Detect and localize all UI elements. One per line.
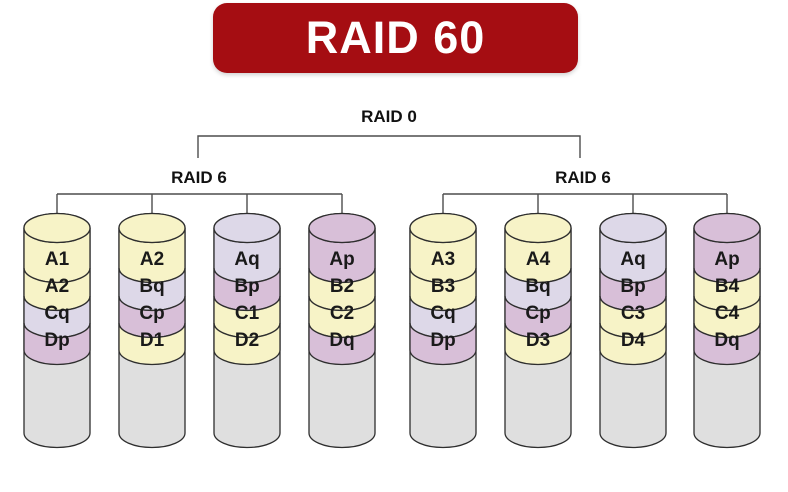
band-label: Aq	[234, 249, 259, 270]
disk-top	[504, 212, 572, 244]
disk-top	[308, 212, 376, 244]
band-label: Bq	[525, 276, 550, 297]
disk-top	[409, 212, 477, 244]
band-label: D4	[621, 330, 646, 351]
band-label: Dp	[44, 330, 69, 351]
raid6-left-connector-lines	[56, 193, 343, 224]
band-label: Cp	[525, 303, 550, 324]
disk-8: Ap B4 C4 Dq	[693, 212, 761, 449]
raid0-bracket-line	[197, 135, 581, 158]
band-label: Ap	[714, 249, 739, 270]
band-label: C4	[715, 303, 740, 324]
band-label: B4	[715, 276, 740, 297]
raid6-group-right: RAID 6 A3 B3 Cq Dp A4	[409, 168, 761, 449]
band-label: Bp	[620, 276, 645, 297]
raid0-label: RAID 0	[361, 107, 417, 126]
disk-6: A4 Bq Cp D3	[504, 212, 572, 449]
raid60-title-banner: RAID 60	[213, 3, 578, 73]
band-label: Dq	[714, 330, 739, 351]
band-label: D2	[235, 330, 259, 351]
raid6-group-left: RAID 6 A1 A2 Cq Dp A2	[23, 168, 376, 449]
raid6-left-label: RAID 6	[171, 168, 227, 187]
band-label: A2	[140, 249, 164, 270]
band-label: Aq	[620, 249, 645, 270]
band-label: B2	[330, 276, 354, 297]
band-label: C3	[621, 303, 645, 324]
disk-top	[118, 212, 186, 244]
band-label: Cq	[44, 303, 69, 324]
band-label: Bp	[234, 276, 259, 297]
disk-top	[213, 212, 281, 244]
band-label: A3	[431, 249, 455, 270]
band-label: B3	[431, 276, 455, 297]
page-title: RAID 60	[305, 12, 486, 63]
disk-band	[409, 322, 477, 366]
disk-3: Aq Bp C1 D2	[213, 212, 281, 449]
band-label: Cq	[430, 303, 455, 324]
band-label: D3	[526, 330, 550, 351]
raid6-right-connector-lines	[442, 193, 728, 224]
band-label: C1	[235, 303, 260, 324]
band-label: A2	[45, 276, 69, 297]
disk-top	[599, 212, 667, 244]
band-label: A1	[45, 249, 70, 270]
disk-2: A2 Bq Cp D1	[118, 212, 186, 449]
disk-band	[308, 322, 376, 366]
disk-band	[504, 322, 572, 366]
disk-1: A1 A2 Cq Dp	[23, 212, 91, 449]
band-label: Dp	[430, 330, 455, 351]
band-label: Cp	[139, 303, 164, 324]
disk-band	[599, 322, 667, 366]
disk-band	[23, 322, 91, 366]
raid6-right-label: RAID 6	[555, 168, 611, 187]
disk-top	[23, 212, 91, 244]
disk-4: Ap B2 C2 Dq	[308, 212, 376, 449]
band-label: D1	[140, 330, 165, 351]
disk-band	[213, 322, 281, 366]
band-label: Ap	[329, 249, 354, 270]
disk-band	[693, 322, 761, 366]
disk-7: Aq Bp C3 D4	[599, 212, 667, 449]
band-label: A4	[526, 249, 551, 270]
disk-5: A3 B3 Cq Dp	[409, 212, 477, 449]
disk-band	[118, 322, 186, 366]
band-label: Bq	[139, 276, 164, 297]
band-label: C2	[330, 303, 354, 324]
disk-top	[693, 212, 761, 244]
band-label: Dq	[329, 330, 354, 351]
